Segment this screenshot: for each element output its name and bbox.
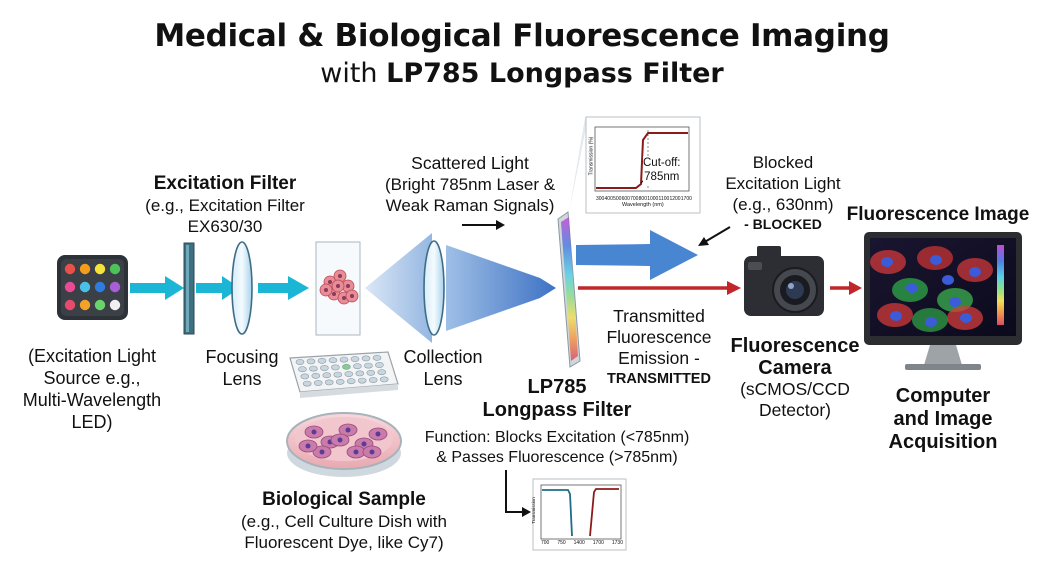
camera-icon — [744, 246, 824, 316]
well-mark — [324, 379, 334, 386]
sample-slide-icon — [315, 241, 361, 336]
computer-label: Computer and Image Acquisition — [888, 385, 998, 453]
led-dot — [109, 263, 121, 275]
collected-light-cone — [446, 245, 556, 331]
well-mark — [346, 378, 356, 385]
led-dot — [79, 299, 91, 311]
well-mark — [331, 364, 340, 371]
led-dot — [64, 299, 76, 311]
well-mark — [375, 362, 384, 368]
monitor-icon — [864, 232, 1022, 370]
led-dot — [64, 281, 76, 293]
led-source-icon — [57, 255, 128, 320]
well-mark — [372, 354, 382, 361]
scattered-light-label: Scattered Light (Bright 785nm Laser & We… — [384, 153, 556, 215]
well-mark — [302, 380, 312, 387]
well-mark — [322, 372, 332, 379]
petri-dish-icon — [286, 412, 402, 477]
well-mark — [339, 356, 349, 363]
lp785-function-label: Function: Blocks Excitation (<785nm) & P… — [424, 429, 690, 466]
scattered-arrow-icon — [462, 220, 505, 230]
well-mark — [328, 357, 338, 364]
well-mark — [377, 369, 387, 376]
scattered-cone — [365, 233, 432, 343]
fluorescence-image-title: Fluorescence Image — [846, 204, 1030, 225]
well-mark — [353, 363, 362, 370]
well-mark — [306, 358, 316, 365]
well-mark — [320, 365, 329, 371]
led-dot — [94, 299, 106, 311]
transmitted-beam-arrow — [578, 281, 862, 295]
well-mark — [357, 377, 367, 384]
well-mark — [344, 371, 354, 377]
lp785-filter-icon — [557, 211, 581, 368]
excitation-filter-icon — [183, 242, 195, 335]
collection-lens-icon — [423, 240, 445, 336]
led-dot — [94, 281, 106, 293]
well-mark — [317, 357, 327, 364]
well-mark — [342, 363, 351, 370]
page-title: Medical & Biological Fluorescence Imagin… — [154, 18, 890, 54]
led-dot — [94, 263, 106, 275]
well-mark — [361, 355, 371, 362]
led-dot — [79, 281, 91, 293]
well-mark — [298, 366, 307, 373]
biological-sample-label: Biological Sample (e.g., Cell Culture Di… — [241, 489, 447, 552]
well-mark — [350, 356, 360, 362]
inset-chart-bottom — [505, 470, 627, 551]
led-dot — [109, 281, 121, 293]
well-mark — [355, 370, 365, 377]
inset-top-ylabel: Transmission (%) — [588, 136, 595, 176]
well-mark — [309, 365, 318, 372]
lp785-label: LP785 Longpass Filter — [482, 376, 632, 421]
well-mark — [379, 376, 389, 383]
well-mark — [313, 380, 323, 386]
well-mark — [311, 372, 321, 379]
camera-label: Fluorescence Camera (sCMOS/CCD Detector) — [730, 335, 860, 420]
blocked-pointer-icon — [698, 226, 731, 246]
page-subtitle: with LP785 Longpass Filter — [320, 58, 724, 89]
well-mark — [295, 359, 305, 365]
inset-bottom-ylabel: Transmission — [530, 497, 536, 524]
well-mark — [335, 378, 345, 385]
well-mark — [333, 371, 343, 378]
blocked-label: Blocked Excitation Light (e.g., 630nm) -… — [725, 153, 841, 232]
led-dot — [109, 299, 121, 311]
inset-top-xlabel: Wavelength (nm) — [622, 202, 664, 208]
led-dot — [64, 263, 76, 275]
well-mark — [300, 373, 310, 380]
transmitted-label: Transmitted Fluorescence Emission - TRAN… — [606, 306, 712, 387]
well-mark — [364, 362, 373, 369]
blocked-beam-arrow — [576, 230, 698, 280]
well-mark — [366, 369, 376, 376]
led-dot — [79, 263, 91, 275]
well-mark — [368, 377, 378, 383]
inset-cutoff-label: Cut-off:785nm — [643, 156, 681, 184]
well-plate-icon — [289, 351, 399, 398]
excitation-filter-label: Excitation Filter (e.g., Excitation Filt… — [145, 173, 305, 236]
focusing-lens-icon — [231, 241, 253, 335]
excitation-beam — [130, 276, 309, 300]
